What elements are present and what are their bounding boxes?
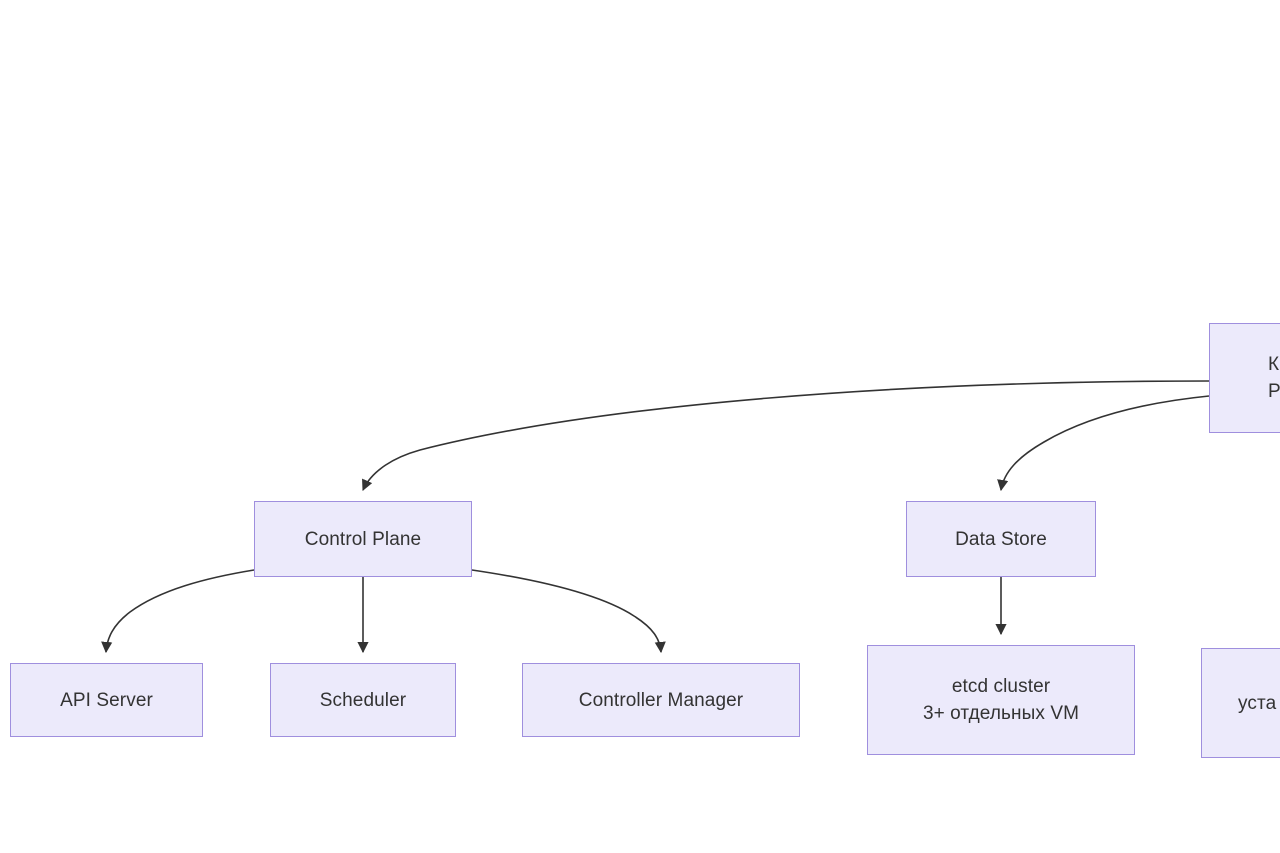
node-data-store-label: Data Store	[955, 528, 1047, 550]
node-controller-manager-label: Controller Manager	[578, 689, 744, 711]
node-scheduler[interactable]: Scheduler	[270, 663, 456, 737]
node-control-plane[interactable]: Control Plane	[254, 501, 472, 577]
edge-control-plane-to-api-server	[101, 569, 255, 654]
node-kubernetes-cluster[interactable]: К Раз	[1209, 323, 1280, 433]
node-data-store[interactable]: Data Store	[906, 501, 1096, 577]
node-controller-manager[interactable]: Controller Manager	[522, 663, 800, 737]
edge-kubernetes-cluster-to-data-store	[997, 395, 1210, 492]
node-api-server[interactable]: API Server	[10, 663, 203, 737]
edge-control-plane-to-controller-manager	[471, 569, 666, 654]
node-install-target[interactable]: уста	[1201, 648, 1280, 758]
node-kubernetes-cluster-line-2: Раз	[1268, 381, 1280, 402]
edge-kubernetes-cluster-to-control-plane	[362, 380, 1210, 492]
node-scheduler-label: Scheduler	[319, 689, 407, 711]
node-control-plane-label: Control Plane	[304, 528, 422, 550]
node-kubernetes-cluster-line-1: К	[1268, 354, 1280, 375]
node-etcd-cluster-line-2: 3+ отдельных VM	[922, 703, 1080, 724]
node-install-target-label: уста	[1238, 692, 1277, 714]
node-api-server-label: API Server	[60, 689, 153, 711]
node-etcd-cluster[interactable]: etcd cluster 3+ отдельных VM	[867, 645, 1135, 755]
node-etcd-cluster-line-1: etcd cluster	[951, 676, 1051, 697]
